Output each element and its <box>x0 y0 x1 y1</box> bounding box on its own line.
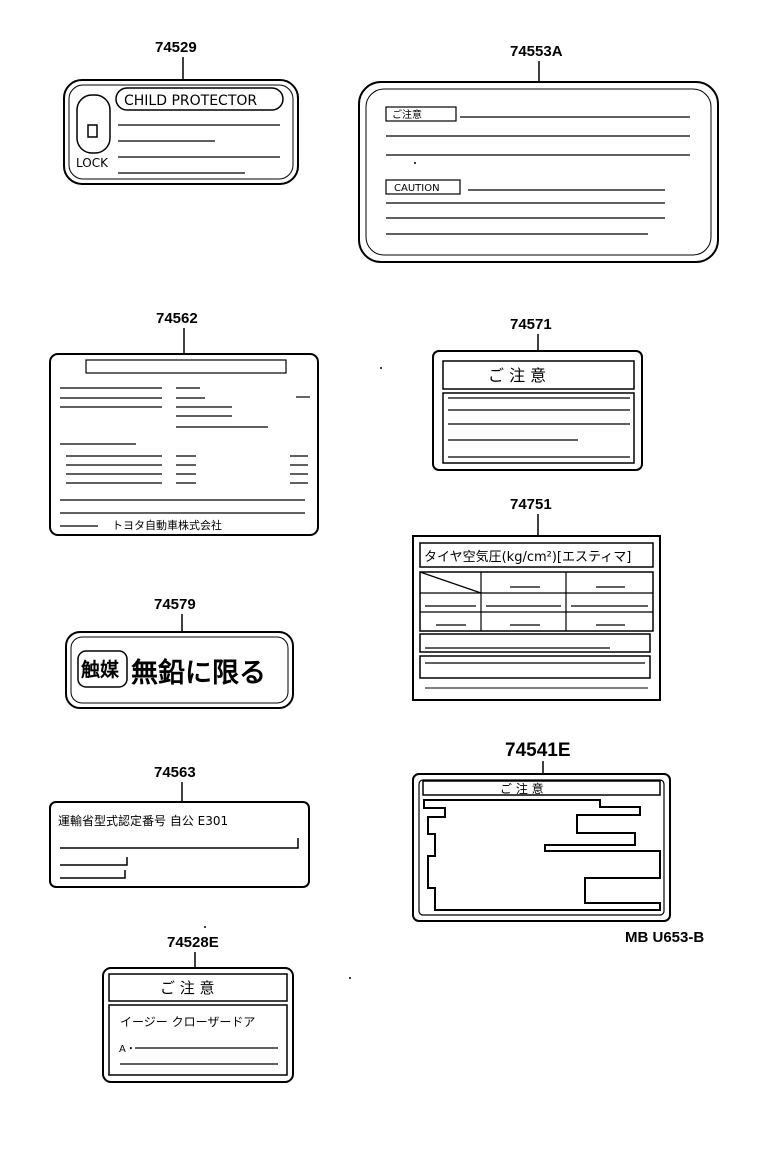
child-protector-title: CHILD PROTECTOR <box>124 93 257 109</box>
part-number-74563: 74563 <box>154 764 196 781</box>
label-74553A: 74553A ご注意 CAUTION <box>358 43 719 263</box>
part-number-74562: 74562 <box>156 310 198 327</box>
header-gochui-74571: ご 注 意 <box>488 366 546 385</box>
part-number-74541E: 74541E <box>505 740 571 761</box>
tag-caution: CAUTION <box>394 183 440 194</box>
label-74529: 74529 CHILD PROTECTOR LOCK <box>63 39 299 185</box>
type-approval-text: 運輸省型式認定番号 自公 E301 <box>58 813 228 828</box>
tag-gochui: ご注意 <box>392 108 422 121</box>
tire-pressure-title: タイヤ空気圧(kg/cm²)[エスティマ] <box>424 549 631 565</box>
label-74541E: 74541E ご 注 意 <box>412 740 671 922</box>
label-74562: 74562 トヨタ自動車株式会社 <box>49 310 319 536</box>
label-74571: 74571 ご 注 意 <box>432 316 643 471</box>
lock-text: LOCK <box>76 156 109 170</box>
part-number-74751: 74751 <box>510 496 552 513</box>
lock-switch-shape <box>76 94 111 154</box>
unleaded-only-text: 無鉛に限る <box>131 657 266 689</box>
child-protector-title-box <box>115 87 284 111</box>
part-number-74529: 74529 <box>155 39 197 56</box>
label-74563: 74563 運輸省型式認定番号 自公 E301 <box>49 764 310 888</box>
easy-closer-door-text: イージー クローザードア <box>120 1015 255 1029</box>
a-label: A・ <box>119 1044 136 1055</box>
label-74751: 74751 タイヤ空気圧(kg/cm²)[エスティマ] <box>412 496 661 701</box>
figure-code: MB U653-B <box>625 929 704 946</box>
part-number-74553A: 74553A <box>510 43 563 60</box>
part-number-74579: 74579 <box>154 596 196 613</box>
header-gochui-74528E: ご 注 意 <box>160 979 215 997</box>
part-number-74571: 74571 <box>510 316 552 333</box>
label-74528E: 74528E ご 注 意 イージー クローザードア A・ <box>102 934 294 1083</box>
header-gochui-74541E: ご 注 意 <box>500 781 544 796</box>
label-74579: 74579 触媒 無鉛に限る <box>65 596 294 709</box>
catalyst-text: 触媒 <box>81 658 120 681</box>
warning-diagram-outline <box>423 799 661 911</box>
maker-name: トヨタ自動車株式会社 <box>112 518 222 532</box>
part-number-74528E: 74528E <box>167 934 219 951</box>
